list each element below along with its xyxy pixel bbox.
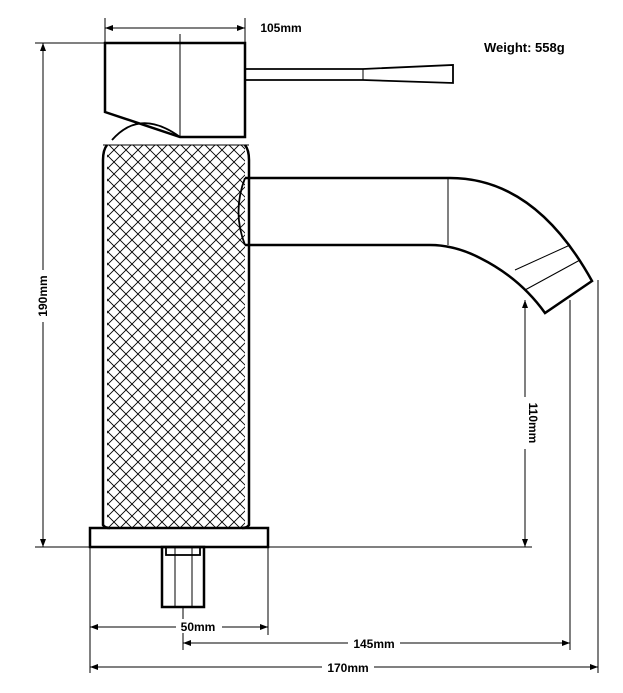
handle-dome	[111, 122, 181, 141]
weight-label: Weight: 558g	[484, 40, 565, 55]
tap-body-outline	[88, 41, 594, 609]
lever-arm	[245, 64, 454, 84]
dim-spout-height-label: 110mm	[526, 403, 540, 444]
spout	[245, 176, 594, 315]
dim-reach-label: 145mm	[353, 637, 394, 651]
base-plate	[88, 526, 270, 549]
dim-base-width-label: 50mm	[181, 620, 216, 634]
handle-block	[103, 41, 247, 139]
dim-top-width-label: 105mm	[260, 21, 301, 35]
mounting-shank	[160, 545, 206, 609]
dim-total-height-label: 190mm	[36, 275, 50, 316]
dim-total-width-label: 170mm	[327, 661, 368, 675]
knurled-body	[107, 145, 245, 528]
